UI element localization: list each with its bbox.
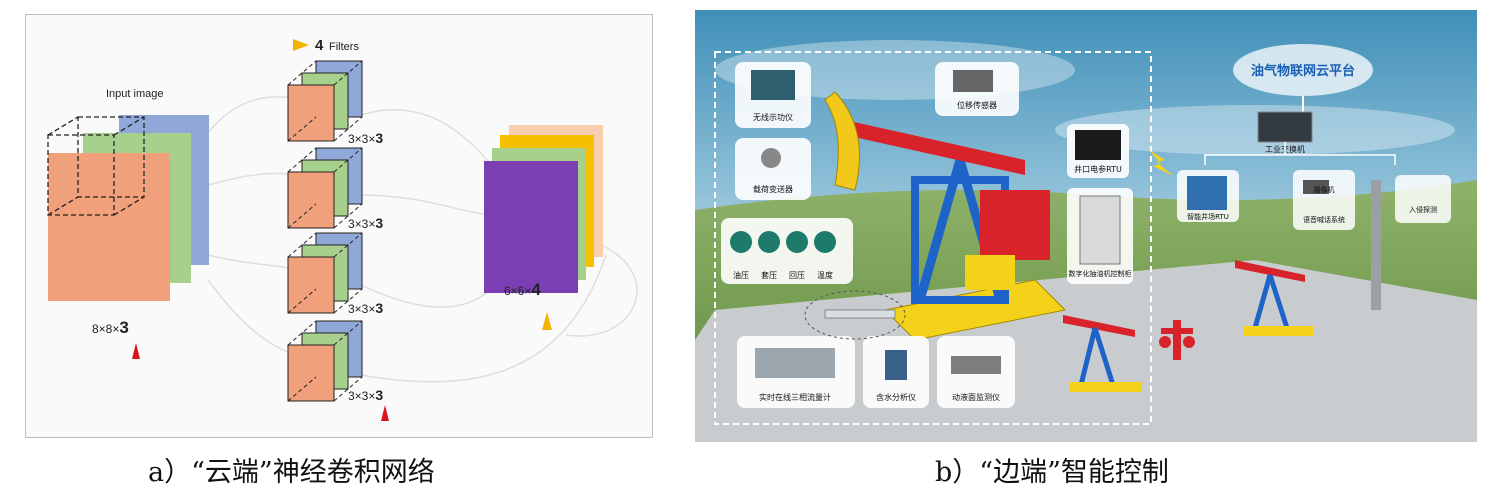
wireless-signal-icon (1149, 150, 1173, 176)
oilfield-scene: 油气物联网云平台 工业交换机 智能井场RTU 摄像机 语音喊话系统 入侵探测 (695, 10, 1477, 442)
output-dims-label: 6×6×4 (504, 280, 541, 299)
industrial-switch-icon (1257, 111, 1313, 143)
pressure-gauge-icon (758, 231, 780, 253)
filter-dims-label: 3×3×3 (348, 130, 383, 146)
cloud-shape (1055, 105, 1455, 155)
device-card (735, 138, 811, 200)
filter-depth-marker-icon (381, 405, 389, 421)
fluid-level-monitor-icon (951, 356, 1001, 374)
device-label: 实时在线三相流量计 (759, 392, 831, 402)
temperature-gauge-icon (814, 231, 836, 253)
pumpjack-small-right (1235, 260, 1313, 336)
filter-cubes (287, 60, 363, 402)
intrusion-card (1395, 175, 1451, 223)
device-label: 含水分析仪 (876, 392, 916, 402)
device-label: 位移传感器 (957, 100, 997, 110)
cloud-platform: 油气物联网云平台 (1233, 44, 1373, 115)
displacement-sensor-icon (953, 70, 993, 92)
device-label: 无线示功仪 (753, 112, 793, 122)
filter-cube (287, 232, 363, 314)
filters-word: Filters (329, 41, 359, 53)
gauges-group: 油压 套压 回压 温度 (730, 231, 836, 280)
filter-dims-label: 3×3×3 (348, 215, 383, 231)
gauge-label: 温度 (817, 270, 833, 280)
cnn-diagram-panel: Input image 8×8×3 4 Filters 6×6×4 3×3×3 … (25, 14, 653, 438)
rtu-icon (1075, 130, 1121, 160)
cabinet-label: 数字化抽油机控制柜 (1069, 269, 1132, 278)
gauge-label: 套压 (761, 270, 777, 280)
input-dims-label: 8×8×3 (92, 318, 129, 337)
device-label: 载荷变送器 (753, 184, 793, 194)
camera-icon (1303, 180, 1329, 194)
device-label: 动液面监测仪 (952, 392, 1000, 402)
pumpjack-small-front (1063, 315, 1142, 392)
edge-boundary (714, 51, 1152, 425)
filter-arrow-icon (293, 39, 309, 51)
gauge-label: 油压 (733, 270, 749, 280)
pressure-gauge-icon (786, 231, 808, 253)
cnn-diagram: Input image 8×8×3 4 Filters 6×6×4 3×3×3 … (47, 37, 638, 421)
wellhead-pipe (824, 309, 896, 319)
filter-dims-label: 3×3×3 (348, 300, 383, 316)
filters-count: 4 (315, 37, 324, 54)
smart-rtu-icon (1187, 176, 1227, 210)
flowmeter-icon (755, 348, 835, 378)
input-kernel-cube (47, 116, 145, 216)
gauge-label: 回压 (789, 271, 805, 280)
filter-cube (287, 320, 363, 402)
input-depth-marker-icon (132, 343, 140, 359)
input-red-channel (48, 153, 170, 301)
dynamometer-icon (751, 70, 795, 100)
filter-dims-label: 3×3×3 (348, 387, 383, 403)
camera-top-label: 摄像机 (1314, 185, 1335, 194)
input-image-label: Input image (106, 88, 163, 100)
smart-rtu-label: 智能井场RTU (1187, 212, 1229, 221)
rtu-label: 井口电参RTU (1074, 164, 1122, 174)
water-cut-analyzer-icon (885, 350, 907, 380)
filter-cube (287, 60, 363, 142)
input-image-stack (47, 115, 209, 301)
caption-a: a）“云端”神经卷积网络 (148, 457, 435, 488)
load-sensor-icon (761, 148, 781, 168)
intrusion-label: 入侵探测 (1409, 205, 1437, 214)
output-feature-stack (484, 125, 603, 293)
output-purple-map (484, 161, 578, 293)
filter-cube (287, 147, 363, 229)
wellhead-highlight (804, 290, 906, 340)
camera-label: 语音喊话系统 (1303, 215, 1345, 224)
caption-b: b）“边端”智能控制 (935, 457, 1169, 488)
switch-connector (1204, 154, 1396, 165)
control-cabinet-icon (1079, 195, 1121, 265)
cloud-platform-title: 油气物联网云平台 (1251, 63, 1355, 79)
connection-curves (205, 96, 638, 383)
wellhead-valve-icon (1159, 320, 1195, 360)
output-depth-marker-icon (542, 312, 552, 330)
pumpjack-main (824, 91, 1067, 341)
camera-pole (1371, 180, 1381, 310)
edge-control-panel: 油气物联网云平台 工业交换机 智能井场RTU 摄像机 语音喊话系统 入侵探测 (695, 10, 1477, 442)
pressure-gauge-icon (730, 231, 752, 253)
